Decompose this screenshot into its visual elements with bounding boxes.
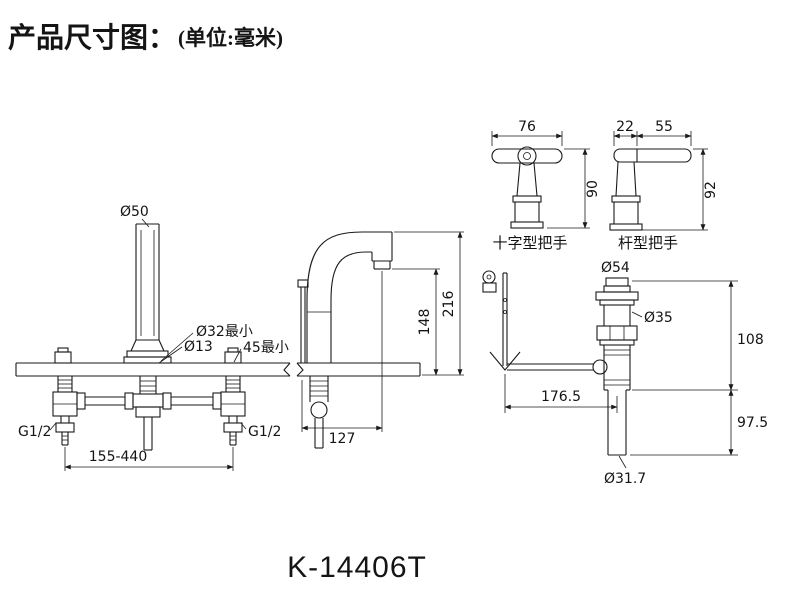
dim-left-inlet: G1/2 bbox=[18, 424, 51, 440]
faucet-front-view: Ø50 Ø13 Ø32最小 45最小 G1/2 G1/2 155-440 bbox=[15, 204, 291, 471]
cross-handle-view: 76 90 十字型把手 bbox=[491, 119, 601, 252]
drain-assembly-view: Ø54 Ø35 108 176.5 97.5 Ø31.7 bbox=[482, 260, 768, 487]
dim-upper-height: 108 bbox=[737, 332, 764, 348]
faucet-side-view: 216 148 127 bbox=[296, 231, 464, 449]
cross-handle-label: 十字型把手 bbox=[492, 234, 567, 252]
dim-rod-length: 176.5 bbox=[541, 389, 581, 405]
dim-overall-height: 216 bbox=[441, 291, 457, 318]
dim-cross-width: 76 bbox=[518, 119, 536, 135]
dim-lever-height: 92 bbox=[703, 181, 719, 199]
lever-handle-label: 杆型把手 bbox=[618, 234, 678, 252]
dim-right-inlet: G1/2 bbox=[248, 424, 281, 440]
dim-hole-d32-min: Ø32最小 bbox=[196, 324, 253, 340]
page-title: 产品尺寸图： bbox=[8, 22, 176, 54]
dim-cross-height: 90 bbox=[585, 180, 601, 198]
dim-handle-diameter: Ø50 bbox=[120, 204, 149, 220]
dim-thickness-45-min: 45最小 bbox=[243, 340, 289, 356]
dim-spout-reach: 127 bbox=[329, 431, 356, 447]
lever-handle-view: 22 55 92 杆型把手 bbox=[609, 119, 719, 252]
dim-lever-hub-width: 22 bbox=[616, 119, 634, 135]
unit-note: (单位:毫米) bbox=[178, 26, 283, 50]
dim-body-diameter: Ø35 bbox=[644, 310, 673, 326]
dim-spread-range: 155-440 bbox=[89, 449, 148, 465]
dim-lever-arm-length: 55 bbox=[655, 119, 673, 135]
dim-lower-height: 97.5 bbox=[737, 415, 768, 431]
dim-spout-height: 148 bbox=[417, 309, 433, 336]
dim-flange-diameter: Ø54 bbox=[601, 260, 630, 276]
model-number: K-14406T bbox=[287, 551, 427, 584]
dim-hole-d13: Ø13 bbox=[184, 339, 213, 355]
dim-tailpiece-diameter: Ø31.7 bbox=[604, 471, 646, 487]
